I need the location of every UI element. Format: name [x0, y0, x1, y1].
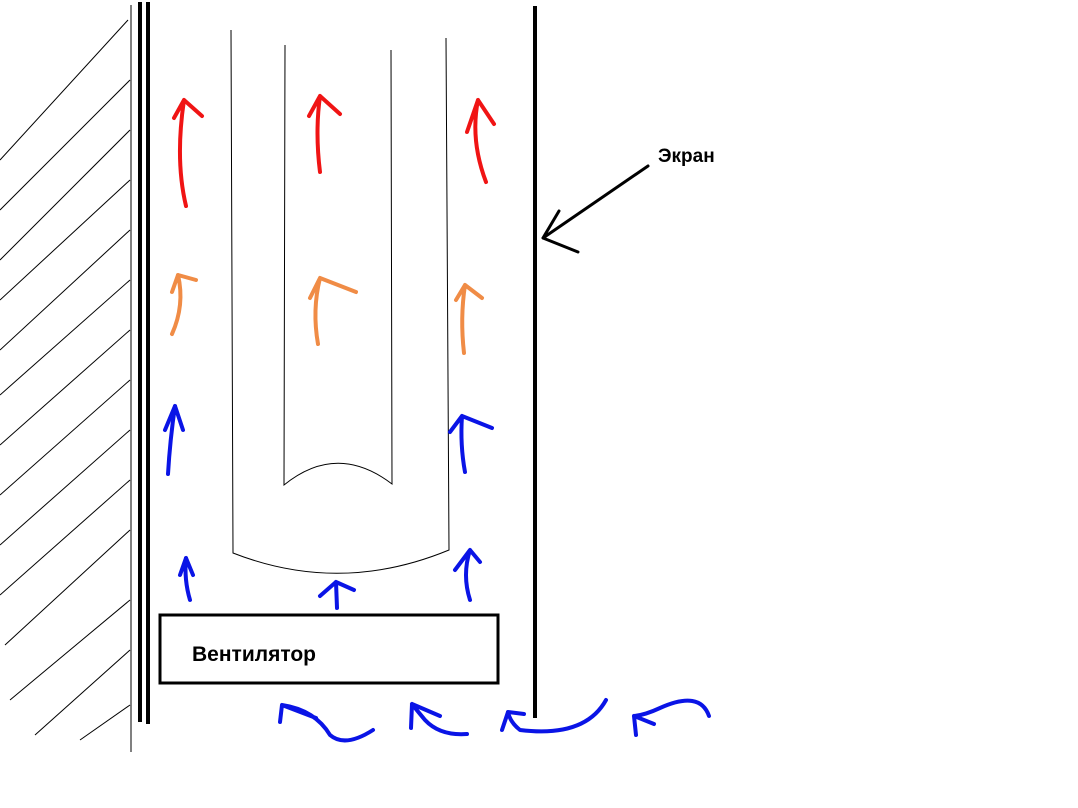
hot-air-arrow-right	[465, 98, 496, 184]
hot-air-arrow-left	[172, 98, 204, 208]
intake-air-arrow-2	[409, 702, 469, 737]
screen-pointer-arrow	[541, 164, 650, 254]
hot-air-arrow-center	[307, 94, 342, 174]
hatch-line	[0, 19, 129, 161]
warm-air-arrow-left	[170, 273, 198, 336]
warm-air-arrow-right	[454, 283, 484, 355]
cold-air-arrow-center-lower	[318, 580, 356, 610]
cold-air-arrow-left-lower	[178, 556, 195, 602]
airflow-arrows	[163, 94, 711, 743]
hatch-line	[9, 599, 131, 701]
hatch-line	[0, 479, 131, 596]
warm-air-arrow-center	[308, 276, 358, 346]
intake-air-arrow-3	[500, 698, 608, 734]
inner-tube	[283, 44, 393, 487]
hatch-line	[0, 329, 131, 446]
hatch-line	[34, 649, 131, 736]
hatch-line	[0, 379, 131, 496]
hatch-line	[0, 179, 131, 301]
screen-label: Экран	[658, 146, 715, 167]
hatch-line	[0, 279, 131, 396]
cold-air-arrow-right-upper	[448, 414, 494, 474]
outer-tube	[230, 29, 450, 574]
hatch-line	[0, 79, 131, 211]
cold-air-arrow-left-upper	[163, 404, 185, 476]
wall-hatching	[0, 19, 131, 741]
fan-label: Вентилятор	[192, 643, 316, 666]
intake-air-arrow-1	[278, 703, 375, 743]
fan-box	[158, 613, 500, 685]
hatch-line	[79, 704, 131, 741]
hatch-line	[0, 229, 131, 351]
hatch-line	[4, 529, 131, 646]
hatch-line	[0, 429, 131, 546]
cold-air-arrow-right-lower	[453, 548, 482, 602]
hatch-line	[0, 129, 131, 261]
intake-air-arrow-4	[632, 698, 711, 737]
